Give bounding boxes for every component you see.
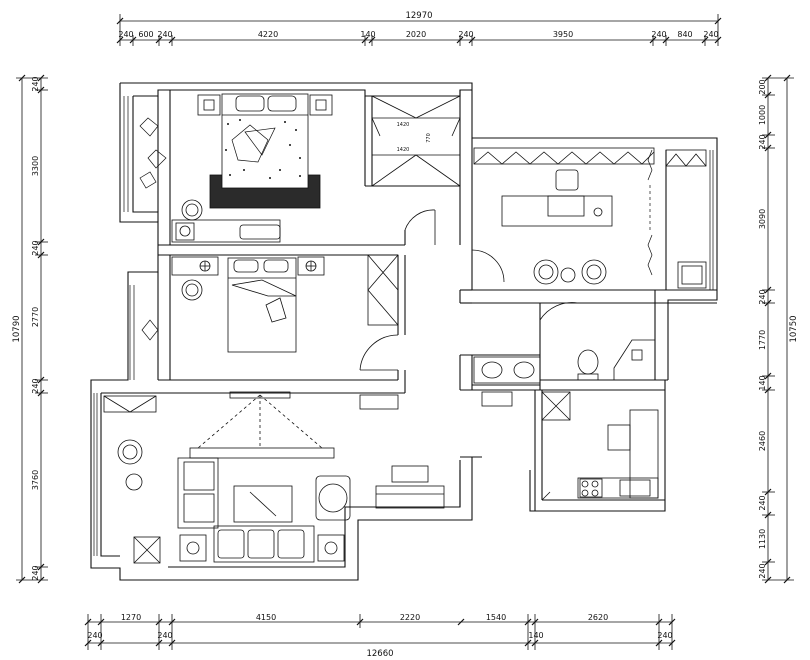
living-tv-console xyxy=(375,465,445,509)
bottom-lower-dim-3: 140 xyxy=(528,631,543,640)
study-cabinet xyxy=(677,261,707,289)
door-swing-study xyxy=(471,249,505,283)
left-dim-3: 240 xyxy=(31,240,40,255)
second-bed xyxy=(227,257,297,353)
left-dim-4: 2770 xyxy=(31,307,40,327)
entry-marks xyxy=(229,391,513,410)
study-shelves xyxy=(473,147,707,167)
right-dim-4: 3090 xyxy=(758,209,767,229)
left-ticks xyxy=(18,74,45,584)
right-dim-10: 1130 xyxy=(758,529,767,549)
top-ticks xyxy=(116,17,722,44)
left-dim-7: 240 xyxy=(31,565,40,580)
top-dim-6: 2020 xyxy=(406,30,426,39)
bottom-total-dimension: 12660 xyxy=(366,649,393,659)
top-dim-1: 240 xyxy=(118,30,133,39)
second-nightstands xyxy=(171,256,325,276)
right-total-dimension: 10750 xyxy=(789,315,799,342)
balcony-decor xyxy=(139,117,167,341)
walls xyxy=(90,82,718,581)
right-dim-7: 140 xyxy=(758,375,767,390)
living-ottoman xyxy=(315,475,351,521)
wardrobe-label-3: 770 xyxy=(426,133,432,143)
door-swing-second xyxy=(359,334,399,371)
top-dim-4: 4220 xyxy=(258,30,278,39)
second-wardrobe xyxy=(367,254,399,326)
bottom-dim-1: 1270 xyxy=(121,613,141,622)
left-dim-2: 3300 xyxy=(31,156,40,176)
right-dim-11: 240 xyxy=(758,563,767,578)
top-dim-7: 240 xyxy=(458,30,473,39)
door-swing-bath xyxy=(539,302,579,321)
right-dim-5: 240 xyxy=(758,289,767,304)
bottom-dim-2: 4150 xyxy=(256,613,276,622)
left-dim-1: 240 xyxy=(31,76,40,91)
bottom-dim-4: 1540 xyxy=(486,613,506,622)
left-dim-5: 240 xyxy=(31,378,40,393)
master-chair xyxy=(181,199,203,221)
balcony-boxes xyxy=(103,395,161,564)
door-swing-master xyxy=(404,209,436,245)
right-dim-6: 1770 xyxy=(758,330,767,350)
bathroom-sinks xyxy=(473,356,541,384)
right-dim-3: 240 xyxy=(758,134,767,149)
right-dim-9: 240 xyxy=(758,495,767,510)
nightstand-left xyxy=(197,94,221,116)
top-dim-8: 3950 xyxy=(553,30,573,39)
balcony-windows xyxy=(93,96,714,556)
bottom-lower-dim-2: 240 xyxy=(157,631,172,640)
study-armchairs xyxy=(533,259,607,285)
right-dim-8: 2460 xyxy=(758,431,767,451)
kitchen-counters xyxy=(541,391,659,499)
bottom-dim-5: 2620 xyxy=(588,613,608,622)
wardrobe-label-1: 1420 xyxy=(397,122,410,128)
right-dim-1: 200 xyxy=(758,79,767,94)
balcony-plants xyxy=(117,439,143,491)
left-total-dimension: 10790 xyxy=(12,315,22,342)
top-dim-11: 240 xyxy=(703,30,718,39)
top-dim-9: 240 xyxy=(651,30,666,39)
toilet xyxy=(577,349,599,381)
bottom-lower-dim-4: 240 xyxy=(657,631,672,640)
door-swing-kitchen xyxy=(541,491,551,501)
nightstand-right xyxy=(309,94,333,116)
master-bed xyxy=(209,93,321,209)
second-chair xyxy=(181,279,203,301)
bottom-dim-3: 2220 xyxy=(400,613,420,622)
master-desk xyxy=(171,219,281,243)
bottom-lower-dim-1: 240 xyxy=(87,631,102,640)
study-desk xyxy=(501,169,613,227)
shower xyxy=(613,339,656,381)
left-dim-6: 3760 xyxy=(31,470,40,490)
master-wardrobe xyxy=(371,95,461,187)
top-dim-3: 240 xyxy=(157,30,172,39)
top-dim-5: 140 xyxy=(360,30,375,39)
living-sofa-set xyxy=(177,447,335,563)
living-corner-tables xyxy=(179,534,345,562)
bed-dots xyxy=(225,119,301,179)
bottom-dimension-lines xyxy=(87,614,673,650)
right-dim-2: 1000 xyxy=(758,105,767,125)
top-dim-2: 600 xyxy=(138,30,153,39)
bottom-ticks xyxy=(84,618,676,647)
right-ticks xyxy=(764,74,791,584)
top-dim-10: 840 xyxy=(677,30,692,39)
top-total-dimension: 12970 xyxy=(405,11,432,21)
tv-lamp-triangle xyxy=(197,394,323,449)
wardrobe-label-2: 1420 xyxy=(397,147,410,153)
study-curtain xyxy=(647,149,653,276)
